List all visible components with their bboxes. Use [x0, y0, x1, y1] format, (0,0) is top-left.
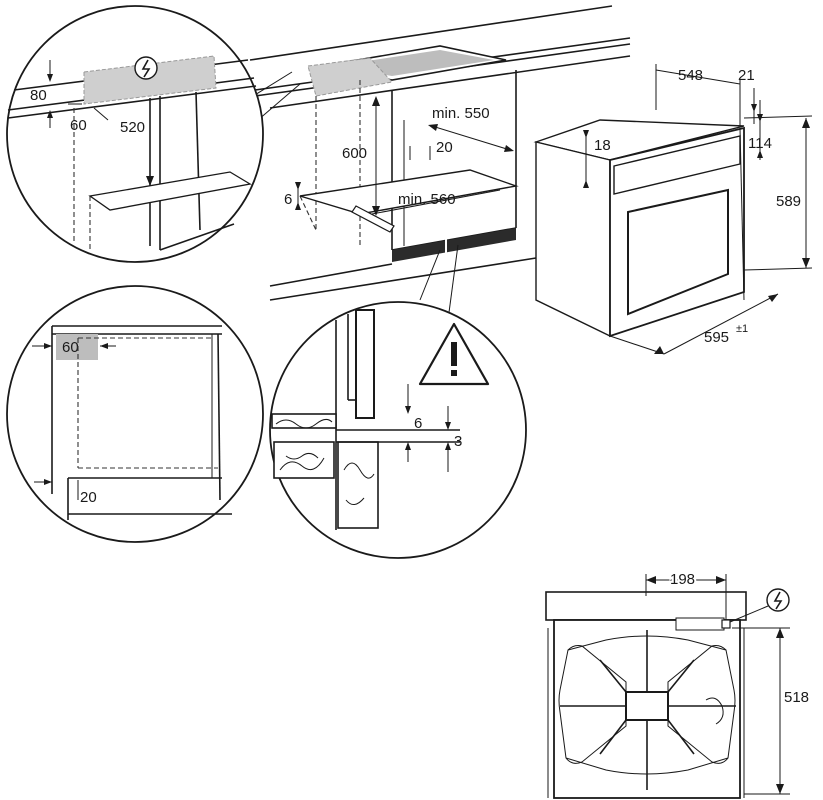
dim-20-side: 20: [80, 489, 97, 506]
electric-zone-detail: [83, 55, 217, 105]
dim-6-cabinet: 6: [284, 191, 292, 208]
dim-6-mount: 6: [414, 415, 422, 432]
dim-min-550: min. 550: [432, 105, 490, 122]
dim-114: 114: [748, 135, 772, 152]
detail-circle-top: 80 60 520: [6, 5, 264, 263]
electric-plug-icon: [134, 56, 158, 80]
dim-60-top: 60: [70, 117, 87, 134]
dim-min-560: min. 560: [398, 191, 456, 208]
dim-21: 21: [738, 67, 755, 84]
dim-80: 80: [30, 87, 47, 104]
oven-perspective: 548 21 18 114 589 595 ±1: [533, 64, 813, 355]
vent-slot: [392, 228, 516, 262]
warning-triangle-icon: [418, 322, 490, 386]
dim-60-side: 60: [62, 339, 79, 356]
dim-589: 589: [776, 193, 801, 210]
dim-518: 518: [784, 689, 809, 706]
cabinet-perspective: 600 min. 550 20 6 min. 560: [249, 5, 631, 321]
rear-fan-cover: [558, 630, 736, 790]
electric-zone: [307, 57, 393, 97]
control-panel: [613, 135, 741, 195]
dim-20-cabinet: 20: [436, 139, 453, 156]
detail-circle-side: 60 20: [6, 285, 264, 543]
rear-view: 198 518: [545, 569, 809, 799]
dim-595: 595: [704, 329, 729, 346]
dim-600: 600: [342, 145, 367, 162]
electric-plug-icon-rear: [766, 588, 790, 612]
dim-548: 548: [678, 67, 703, 84]
dim-595-tolerance: ±1: [736, 323, 748, 335]
dim-18: 18: [594, 137, 611, 154]
oven-window: [627, 188, 729, 316]
dim-3-mount: 3: [454, 433, 462, 450]
dim-198: 198: [670, 571, 695, 588]
dim-520: 520: [120, 119, 145, 136]
detail-circle-mount: 6 3: [269, 301, 527, 559]
